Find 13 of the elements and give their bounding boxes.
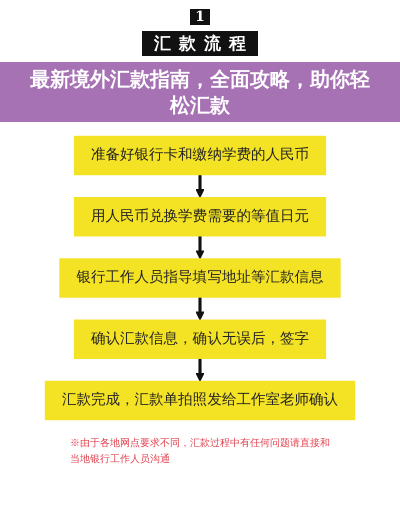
step-number: 1 <box>190 9 210 25</box>
arrow <box>195 174 205 198</box>
arrow <box>195 358 205 382</box>
arrow <box>195 297 205 320</box>
node-box: 银行工作人员指导填写地址等汇款信息 <box>59 258 341 298</box>
title-banner: 最新境外汇款指南，全面攻略，助你轻松汇款 <box>0 62 400 122</box>
section-heading: 汇款流程 <box>142 31 258 56</box>
node-box: 汇款完成，汇款单拍照发给工作室老师确认 <box>44 380 356 420</box>
note-text: ※由于各地网点要求不同，汇款过程中有任何问题请直接和当地银行工作人员沟通 <box>70 436 330 467</box>
node-box: 用人民币兑换学费需要的等值日元 <box>74 197 326 236</box>
node-box: 确认汇款信息，确认无误后，签字 <box>74 320 326 359</box>
arrow <box>195 236 205 260</box>
node-box: 准备好银行卡和缴纳学费的人民币 <box>74 136 326 176</box>
